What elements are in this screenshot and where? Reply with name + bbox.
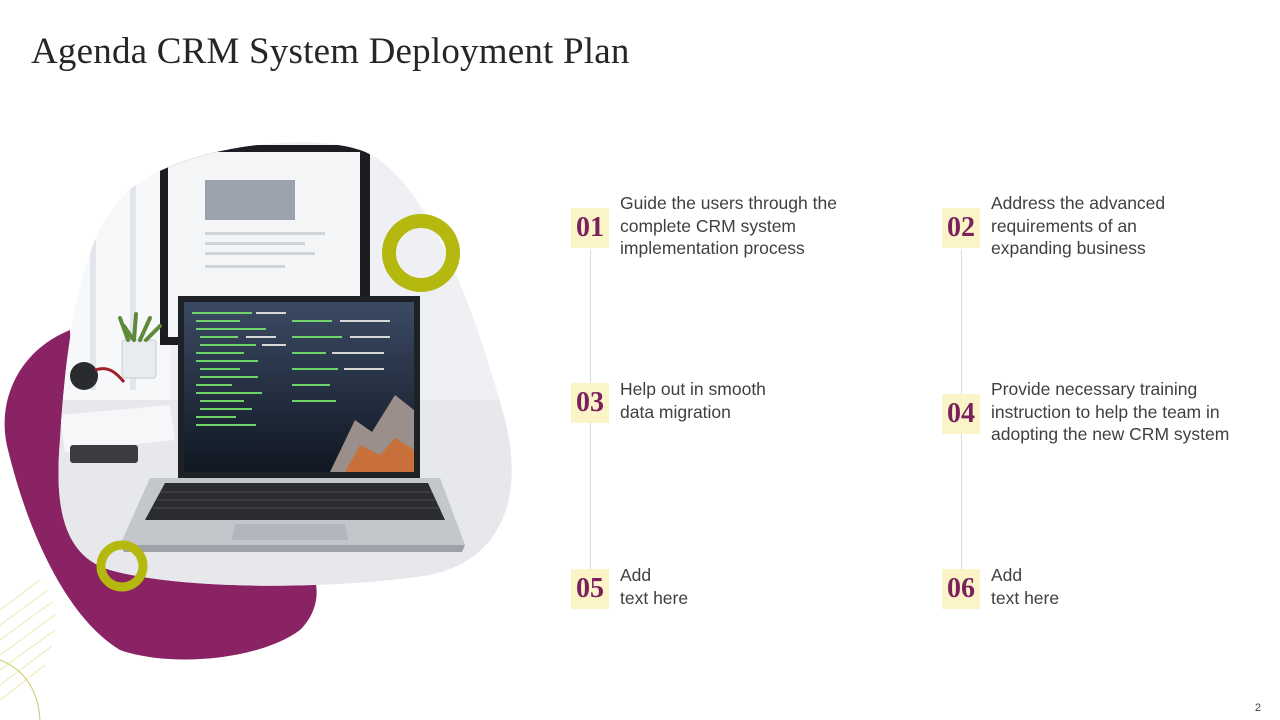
agenda-number-badge: 06 [942, 569, 980, 609]
agenda-number-badge: 02 [942, 208, 980, 248]
olive-ring-small [96, 540, 148, 592]
agenda-number-badge: 05 [571, 569, 609, 609]
slide-title: Agenda CRM System Deployment Plan [31, 31, 630, 72]
decorative-arc [0, 659, 41, 720]
agenda-item-text: Help out in smooth data migration [620, 379, 766, 422]
agenda-item-text: Add text here [620, 565, 689, 608]
agenda-number-badge: 01 [571, 208, 609, 248]
agenda-item-text: Guide the users through the complete CRM… [620, 193, 837, 258]
agenda-number-badge: 04 [942, 394, 980, 434]
page-number: 2 [1254, 702, 1261, 714]
olive-ring-large [382, 214, 460, 292]
agenda-item-text: Add text here [991, 565, 1060, 608]
agenda-number-badge: 03 [571, 383, 609, 423]
decorative-line-pattern [0, 579, 56, 701]
agenda-item-text: Address the advanced requirements of an … [991, 193, 1166, 258]
agenda-item-text: Provide necessary training instruction t… [991, 379, 1230, 444]
laptop-photo [58, 142, 512, 586]
